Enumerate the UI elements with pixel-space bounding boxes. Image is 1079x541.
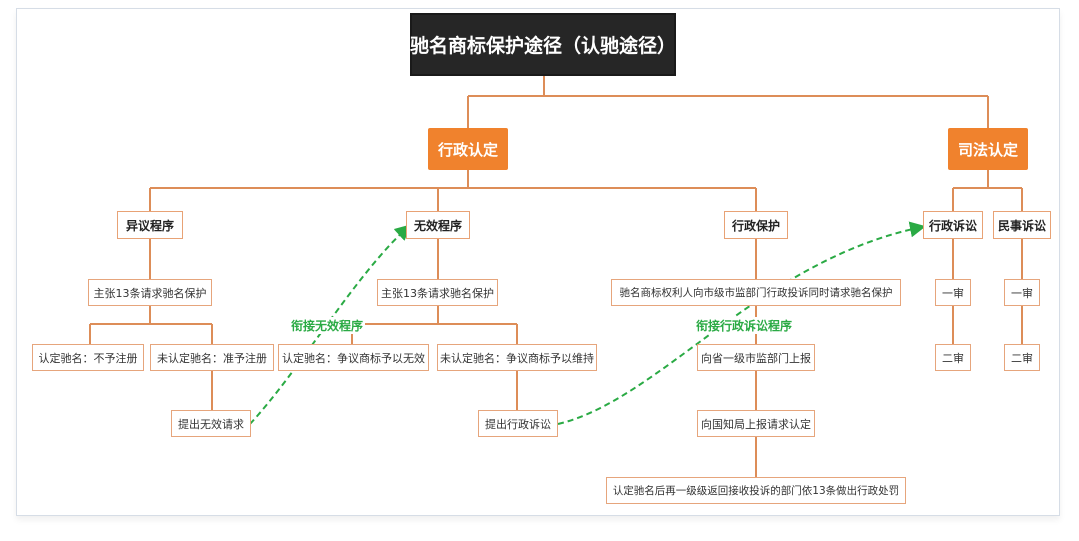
admin-litigation: 行政诉讼 <box>923 211 983 239</box>
admin-litigation-first-instance: 一审 <box>935 279 971 306</box>
protection-complaint: 驰名商标权利人向市级市监部门行政投诉同时请求驰名保护 <box>611 279 901 306</box>
objection-recognized: 认定驰名：不予注册 <box>32 344 144 371</box>
report-province: 向省一级市监部门上报 <box>697 344 815 371</box>
admin-litigation-second-instance: 二审 <box>935 344 971 371</box>
admin-protection: 行政保护 <box>724 211 788 239</box>
link-label-to-invalidation: 衔接无效程序 <box>289 317 366 334</box>
invalidation-not-recognized: 未认定驰名：争议商标予以维持 <box>437 344 597 371</box>
invalidation-procedure: 无效程序 <box>406 211 470 239</box>
link-label-to-admin-litigation: 衔接行政诉讼程序 <box>694 317 795 334</box>
protection-result: 认定驰名后再一级级返回接收投诉的部门依13条做出行政处罚 <box>606 477 906 504</box>
civil-litigation-first-instance: 一审 <box>1004 279 1040 306</box>
file-admin-litigation: 提出行政诉讼 <box>478 410 558 437</box>
link-arrow-to-admin-litigation <box>557 221 926 425</box>
civil-litigation-second-instance: 二审 <box>1004 344 1040 371</box>
report-cnipa: 向国知局上报请求认定 <box>697 410 815 437</box>
link-arrow-to-invalidation <box>249 224 411 425</box>
root-title: 驰名商标保护途径（认驰途径） <box>410 13 676 76</box>
civil-litigation: 民事诉讼 <box>993 211 1051 239</box>
objection-claim: 主张13条请求驰名保护 <box>88 279 212 306</box>
objection-procedure: 异议程序 <box>117 211 183 239</box>
invalidation-claim: 主张13条请求驰名保护 <box>377 279 498 306</box>
request-invalidation: 提出无效请求 <box>171 410 251 437</box>
category-admin-recognition: 行政认定 <box>428 128 508 170</box>
invalidation-recognized: 认定驰名：争议商标予以无效 <box>278 344 429 371</box>
objection-not-recognized: 未认定驰名：准予注册 <box>150 344 274 371</box>
category-judicial-recognition: 司法认定 <box>948 128 1028 170</box>
